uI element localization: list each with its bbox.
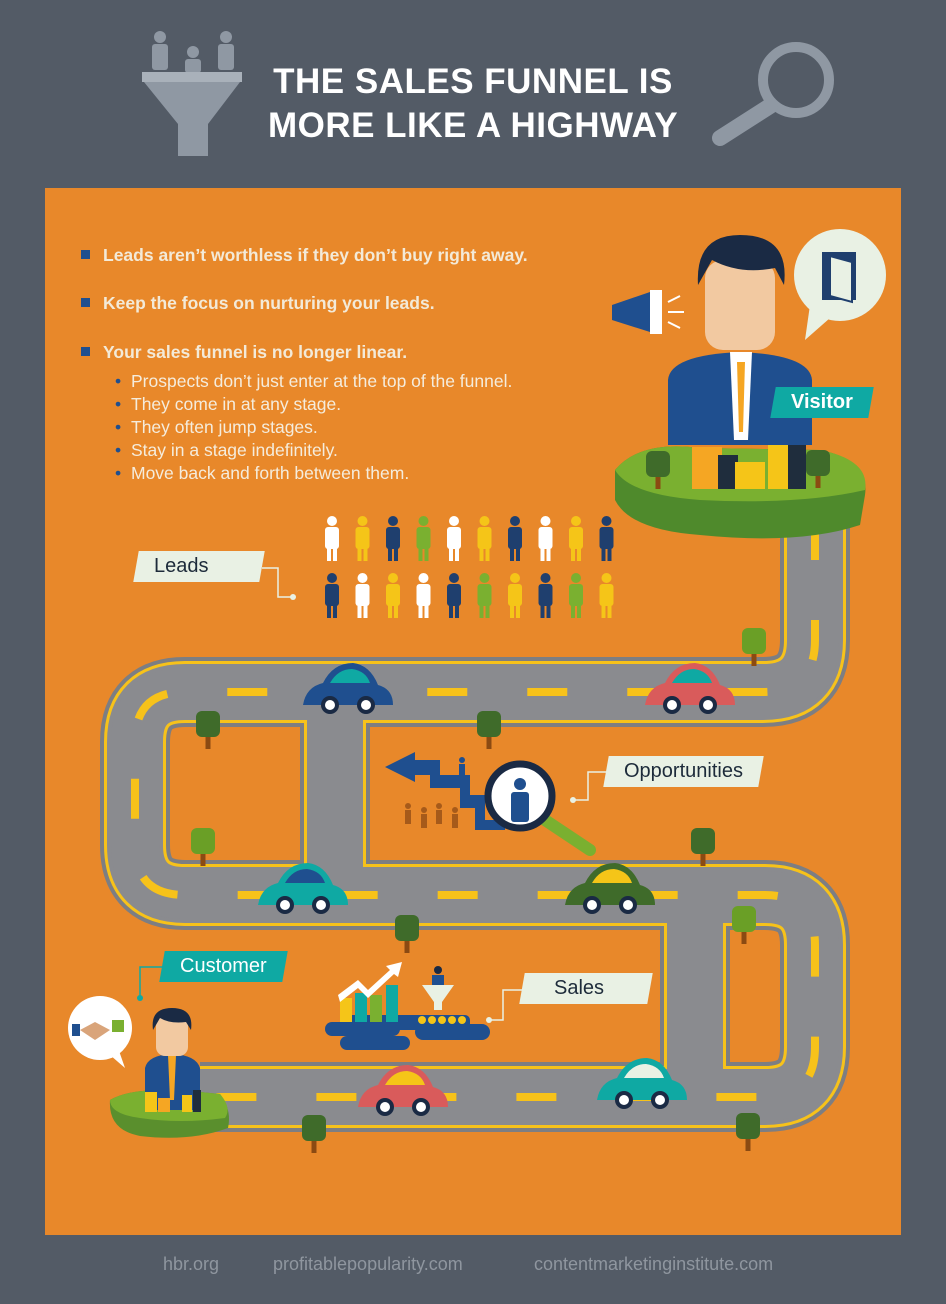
lead-person-icon (325, 573, 339, 618)
bullet: Keep the focus on nurturing your leads. (81, 293, 435, 314)
car-icon (597, 1058, 687, 1109)
lead-person-icon (355, 573, 370, 618)
tree-icon (196, 711, 220, 749)
lead-person-icon (447, 516, 461, 561)
bullet: Leads aren’t worthless if they don’t buy… (81, 245, 528, 266)
tree-icon (646, 451, 670, 489)
tree-icon (736, 1113, 760, 1151)
sub-bullet: Move back and forth between them. (115, 462, 512, 485)
car-icon (303, 663, 393, 714)
opportunities-connector-line (574, 771, 608, 801)
lead-person-icon (325, 516, 339, 561)
stage-label-opportunities: Opportunities (603, 756, 764, 787)
bullet: Your sales funnel is no longer linear. (81, 342, 407, 363)
lead-person-icon (599, 516, 614, 561)
lane-divider (131, 520, 819, 1101)
lead-person-icon (569, 516, 583, 561)
tree-icon (191, 828, 215, 866)
stairs-arrow-icon (385, 752, 505, 830)
tree-icon (742, 628, 766, 666)
lead-person-icon (386, 573, 400, 618)
door-speech-bubble-icon (794, 229, 886, 340)
tree-icon (806, 450, 830, 488)
sales-connector-dot (486, 1017, 492, 1023)
car-icon (258, 863, 348, 914)
stage-label-visitor: Visitor (770, 387, 874, 418)
leads-connector-dot (290, 594, 296, 600)
page-title: THE SALES FUNNEL IS MORE LIKE A HIGHWAY (267, 62, 679, 145)
car-icon (358, 1065, 448, 1116)
sub-bullet: Prospects don’t just enter at the top of… (115, 370, 512, 393)
source-link[interactable]: hbr.org (163, 1254, 220, 1274)
sales-connector-line (490, 989, 524, 1021)
customer-connector-line (139, 966, 163, 998)
lead-person-icon (386, 516, 400, 561)
leads-connector-line (262, 567, 292, 598)
visitor-person (668, 235, 812, 445)
handshake-speech-bubble-icon (68, 996, 132, 1068)
lead-person-icon (538, 516, 553, 561)
tree-icon (691, 828, 715, 866)
lead-person-icon (599, 573, 614, 618)
sub-bullet: They come in at any stage. (115, 393, 512, 416)
stage-label-customer: Customer (159, 951, 288, 982)
tree-icon (732, 906, 756, 944)
lead-person-icon (416, 573, 431, 618)
lead-person-icon (569, 573, 583, 618)
tree-icon (477, 711, 501, 749)
megaphone-icon (612, 290, 684, 334)
car-icon (645, 663, 735, 714)
visitor-island (615, 440, 866, 539)
source-link[interactable]: contentmarketinginstitute.com (534, 1254, 774, 1274)
lead-person-icon (508, 516, 522, 561)
magnifier-icon (712, 42, 834, 146)
highway-road (100, 520, 850, 1132)
stage-label-leads: Leads (133, 551, 265, 582)
leads-crowd (325, 516, 614, 618)
tree-icon (302, 1115, 326, 1153)
customer-connector-dot (137, 995, 143, 1001)
stage-label-sales: Sales (519, 973, 653, 1004)
sub-bullet: They often jump stages. (115, 416, 512, 439)
lead-person-icon (538, 573, 553, 618)
source-link[interactable]: profitablepopularity.com (273, 1254, 463, 1274)
lead-person-icon (508, 573, 522, 618)
road-layer (311, 692, 719, 1097)
funnel-icon (142, 31, 242, 156)
lead-person-icon (477, 573, 492, 618)
car-icon (565, 863, 655, 914)
opportunities-connector-dot (570, 797, 576, 803)
magnifier-person-icon (484, 760, 596, 856)
lead-person-icon (416, 516, 431, 561)
lead-person-icon (447, 573, 461, 618)
sub-bullet: Stay in a stage indefinitely. (115, 439, 512, 462)
sub-bullet-list: Prospects don’t just enter at the top of… (115, 370, 512, 485)
sales-growth-icon (325, 962, 490, 1050)
customer-island (109, 1008, 229, 1138)
tree-icon (395, 915, 419, 953)
lead-person-icon (355, 516, 370, 561)
lead-person-icon (477, 516, 492, 561)
